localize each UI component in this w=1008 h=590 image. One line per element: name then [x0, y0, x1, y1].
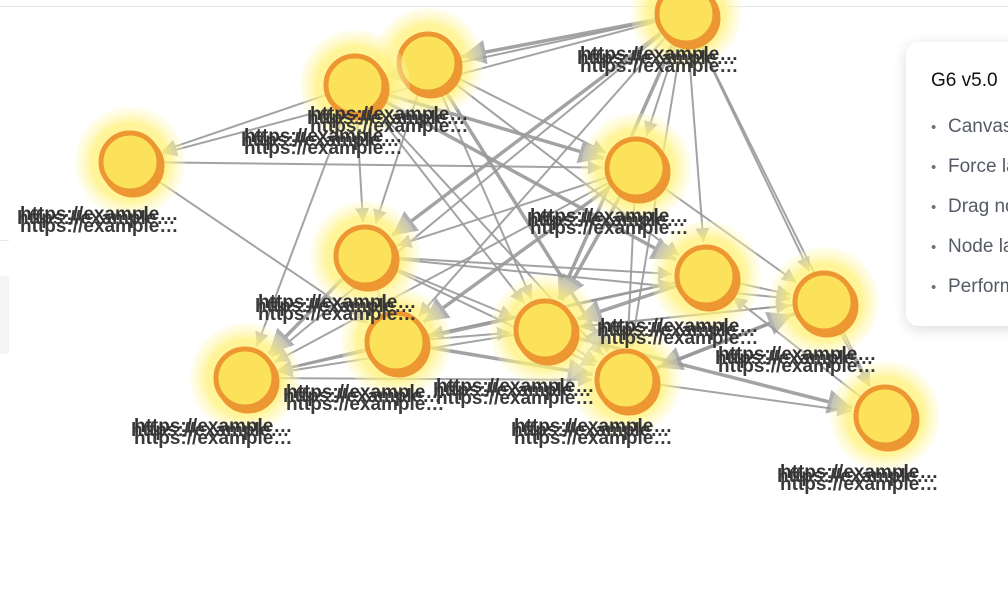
node-label: https://example… [307, 108, 465, 129]
node-label: https://example… [600, 316, 758, 337]
info-item-label: Performance [948, 276, 1008, 297]
info-panel-title: G6 v5.0 [931, 70, 998, 91]
bullet-icon: • [931, 199, 937, 216]
node-label: https://example… [718, 356, 876, 377]
left-edge-divider [0, 240, 9, 241]
graph-edge [391, 18, 679, 237]
node-label: https://example… [131, 420, 289, 441]
graph-node[interactable] [300, 30, 410, 140]
node-label: https://example… [514, 416, 672, 437]
node-label: https://example… [134, 416, 292, 437]
node-label: https://example… [134, 428, 292, 449]
node-label: https://example… [530, 206, 688, 227]
node-label: https://example… [777, 466, 935, 487]
graph-node[interactable] [581, 113, 691, 223]
node-label: https://example… [527, 210, 685, 231]
node-circle [604, 136, 668, 200]
graph-edge [417, 20, 680, 318]
node-label: https://example… [577, 48, 735, 69]
top-border [0, 0, 1008, 7]
bullet-icon: • [931, 239, 937, 256]
info-item-label: Node labels [948, 236, 1008, 257]
bullet-icon: • [931, 119, 937, 136]
node-label: https://example… [20, 216, 178, 237]
node-label: https://example… [436, 376, 594, 397]
graph-node[interactable] [490, 275, 600, 385]
graph-node[interactable] [631, 0, 741, 69]
node-label: https://example… [310, 104, 468, 125]
node-label: https://example… [718, 344, 876, 365]
node-circle [853, 384, 917, 448]
info-item-5: • Performance [931, 276, 1008, 316]
graph-edge [375, 255, 673, 281]
graph-node[interactable] [769, 247, 879, 357]
graph-edge [435, 68, 680, 257]
info-item-2: • Force layout [931, 156, 1008, 196]
graph-node[interactable] [373, 8, 483, 118]
labels-layer: https://example…https://example…https://… [17, 44, 938, 495]
node-circle [594, 348, 658, 412]
info-item-4: • Node labels [931, 236, 1008, 276]
node-label: https://example… [258, 292, 416, 313]
left-edge-strip [0, 276, 9, 354]
info-item-label: Canvas rendering [948, 116, 1008, 137]
info-panel: G6 v5.0 • Canvas rendering • Force layout … [906, 42, 1008, 326]
node-label: https://example… [310, 116, 468, 137]
graph-node[interactable] [310, 201, 420, 311]
node-label: https://example… [580, 56, 738, 77]
node-label: https://example… [715, 348, 873, 369]
node-circle [333, 224, 397, 288]
info-panel-list: • Canvas rendering • Force layout • Drag no… [931, 116, 1008, 316]
node-label: https://example… [780, 474, 938, 495]
node-label: https://example… [780, 462, 938, 483]
bullet-icon: • [931, 159, 937, 176]
graph-node[interactable] [830, 361, 940, 471]
node-label: https://example… [17, 208, 175, 229]
graph-node[interactable] [571, 325, 681, 435]
bullet-icon: • [931, 279, 937, 296]
info-item-label: Drag nodes [948, 196, 1008, 217]
node-label: https://example… [530, 218, 688, 239]
graph-node[interactable] [651, 221, 761, 331]
graph-node[interactable] [190, 323, 300, 433]
node-label: https://example… [286, 394, 444, 415]
graph-edge [140, 160, 603, 175]
node-circle [98, 130, 162, 194]
graph-node[interactable] [75, 107, 185, 217]
node-label: https://example… [244, 126, 402, 147]
graph-edge [363, 88, 677, 262]
node-label: https://example… [511, 420, 669, 441]
node-label: https://example… [286, 382, 444, 403]
node-label: https://example… [600, 328, 758, 349]
node-circle [213, 346, 277, 410]
node-label: https://example… [20, 204, 178, 225]
node-circle [792, 270, 856, 334]
node-label: https://example… [580, 44, 738, 65]
node-label: https://example… [436, 388, 594, 409]
info-item-1: • Canvas rendering [931, 116, 1008, 156]
node-circle [323, 53, 387, 117]
node-label: https://example… [514, 428, 672, 449]
node-circle [364, 310, 428, 374]
nodes-layer [75, 0, 940, 471]
node-circle [674, 244, 738, 308]
node-label: https://example… [283, 386, 441, 407]
node-label: https://example… [241, 130, 399, 151]
info-item-label: Force layout [948, 156, 1008, 177]
graph-edge [274, 171, 628, 363]
node-label: https://example… [433, 380, 591, 401]
node-label: https://example… [255, 296, 413, 317]
node-circle [513, 298, 577, 362]
node-label: https://example… [258, 304, 416, 325]
node-label: https://example… [244, 138, 402, 159]
node-label: https://example… [597, 320, 755, 341]
node-circle [654, 0, 718, 46]
graph-node[interactable] [341, 287, 451, 397]
info-item-3: • Drag nodes [931, 196, 1008, 236]
